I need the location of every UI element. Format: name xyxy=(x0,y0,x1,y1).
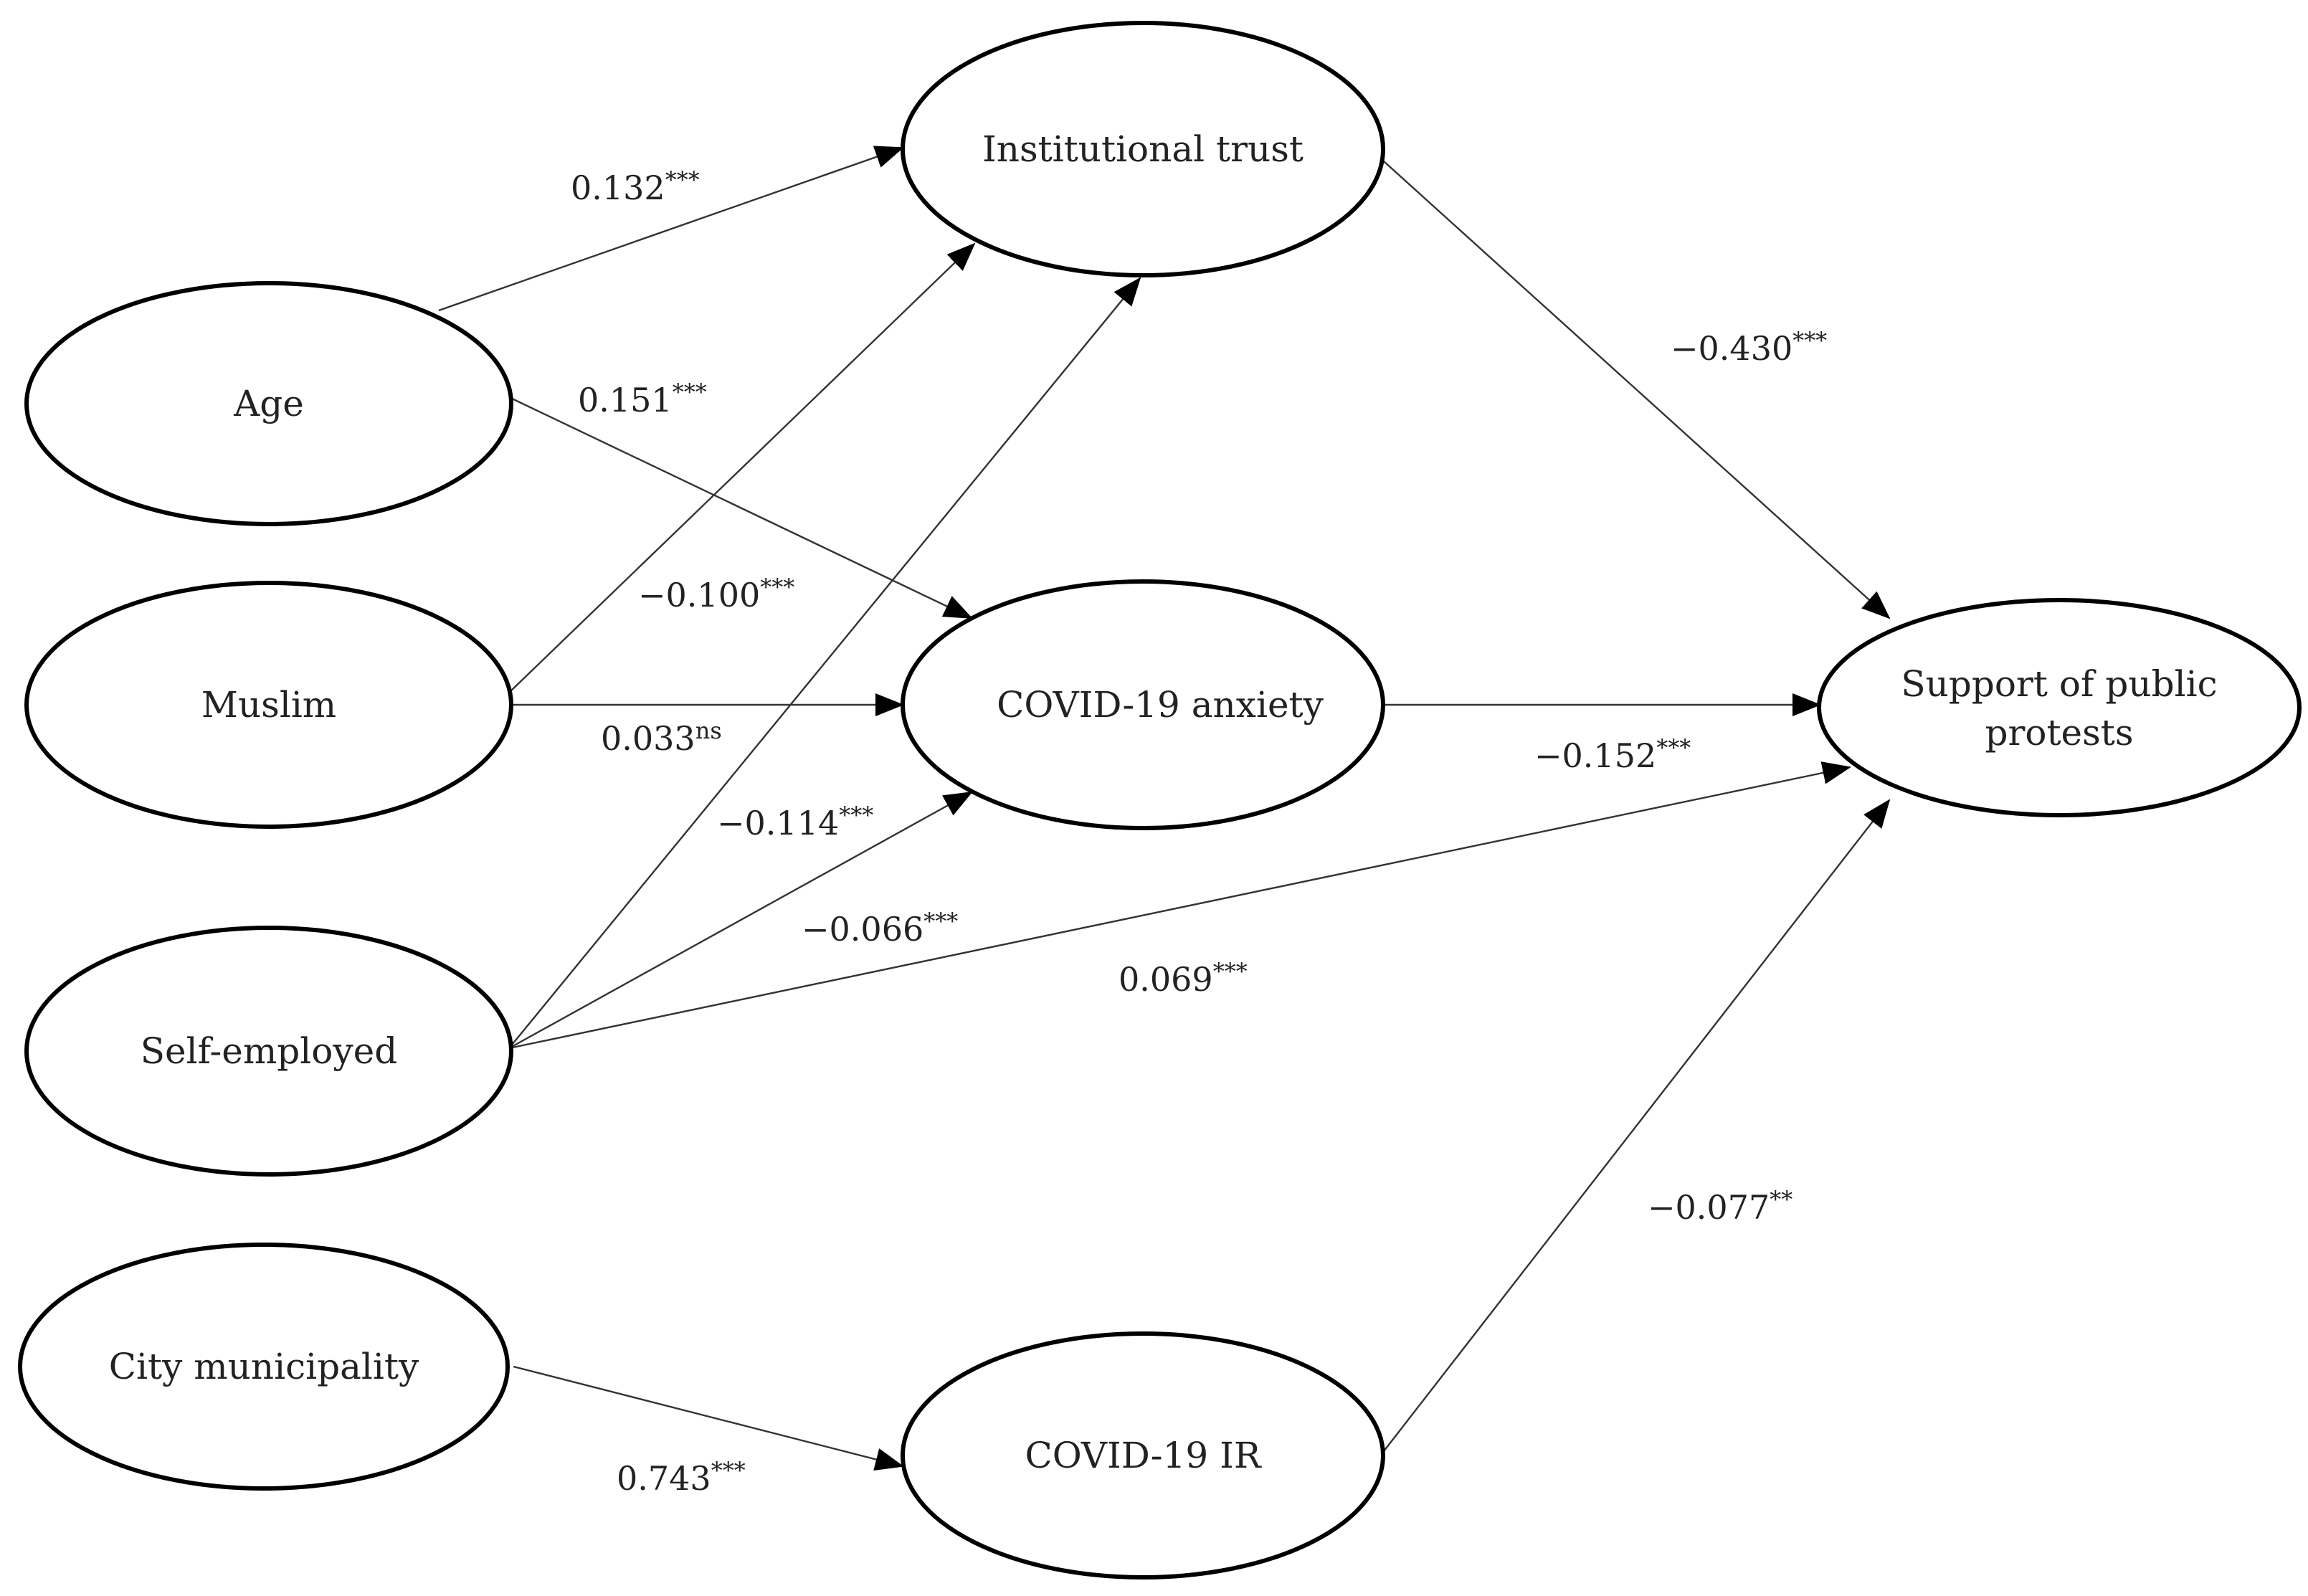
node-label-covid-anxiety: COVID-19 anxiety xyxy=(997,684,1324,726)
node-age: Age xyxy=(24,281,513,526)
node-covid-anxiety: COVID-19 anxiety xyxy=(901,579,1385,830)
path-trust-support xyxy=(1383,161,1891,619)
coefficient-labels: 0.132*** 0.151*** −0.100*** 0.033ns −0.1… xyxy=(571,166,1827,1498)
node-label-support-protests-line1: Support of public xyxy=(1901,663,2217,705)
paths xyxy=(438,146,1891,1471)
node-label-age: Age xyxy=(233,383,304,424)
node-support-protests: Support of public protests xyxy=(1817,598,2302,817)
path-selfemp-anxiety xyxy=(508,791,973,1050)
coef-trust-support: −0.430*** xyxy=(1671,327,1827,368)
node-label-institutional-trust: Institutional trust xyxy=(982,128,1303,170)
coef-muslim-trust: −0.100*** xyxy=(638,574,794,614)
node-label-muslim: Muslim xyxy=(201,684,336,726)
node-label-city-municipality: City municipality xyxy=(109,1346,419,1387)
node-covid-ir: COVID-19 IR xyxy=(901,1331,1385,1580)
node-self-employed: Self-employed xyxy=(24,926,513,1177)
node-label-support-protests-line2: protests xyxy=(1985,712,2133,754)
node-label-covid-ir: COVID-19 IR xyxy=(1025,1435,1261,1476)
coef-age-anxiety: 0.151*** xyxy=(578,379,707,419)
coef-selfemp-support: 0.069*** xyxy=(1119,958,1248,999)
path-selfemp-trust xyxy=(508,277,1141,1049)
path-selfemp-support xyxy=(508,761,1851,1050)
node-city-municipality: City municipality xyxy=(18,1243,510,1491)
path-age-anxiety xyxy=(508,396,973,619)
coef-muslim-anxiety: 0.033ns xyxy=(601,717,722,758)
nodes: Age Muslim Self-employed City municipali… xyxy=(18,21,2302,1580)
path-city-ir xyxy=(513,1365,904,1471)
node-label-self-employed: Self-employed xyxy=(141,1030,397,1072)
path-muslim-trust xyxy=(508,242,976,693)
coef-anxiety-support: −0.152*** xyxy=(1534,734,1691,775)
path-age-trust xyxy=(438,146,904,312)
coef-selfemp-trust: −0.114*** xyxy=(717,802,873,842)
path-ir-support xyxy=(1383,799,1891,1452)
coef-selfemp-anxiety: −0.066*** xyxy=(802,908,958,949)
coef-city-ir: 0.743*** xyxy=(617,1457,746,1498)
coef-age-trust: 0.132*** xyxy=(571,166,700,207)
node-institutional-trust: Institutional trust xyxy=(901,21,1385,277)
node-muslim: Muslim xyxy=(24,581,513,829)
coef-ir-support: −0.077** xyxy=(1648,1186,1792,1227)
